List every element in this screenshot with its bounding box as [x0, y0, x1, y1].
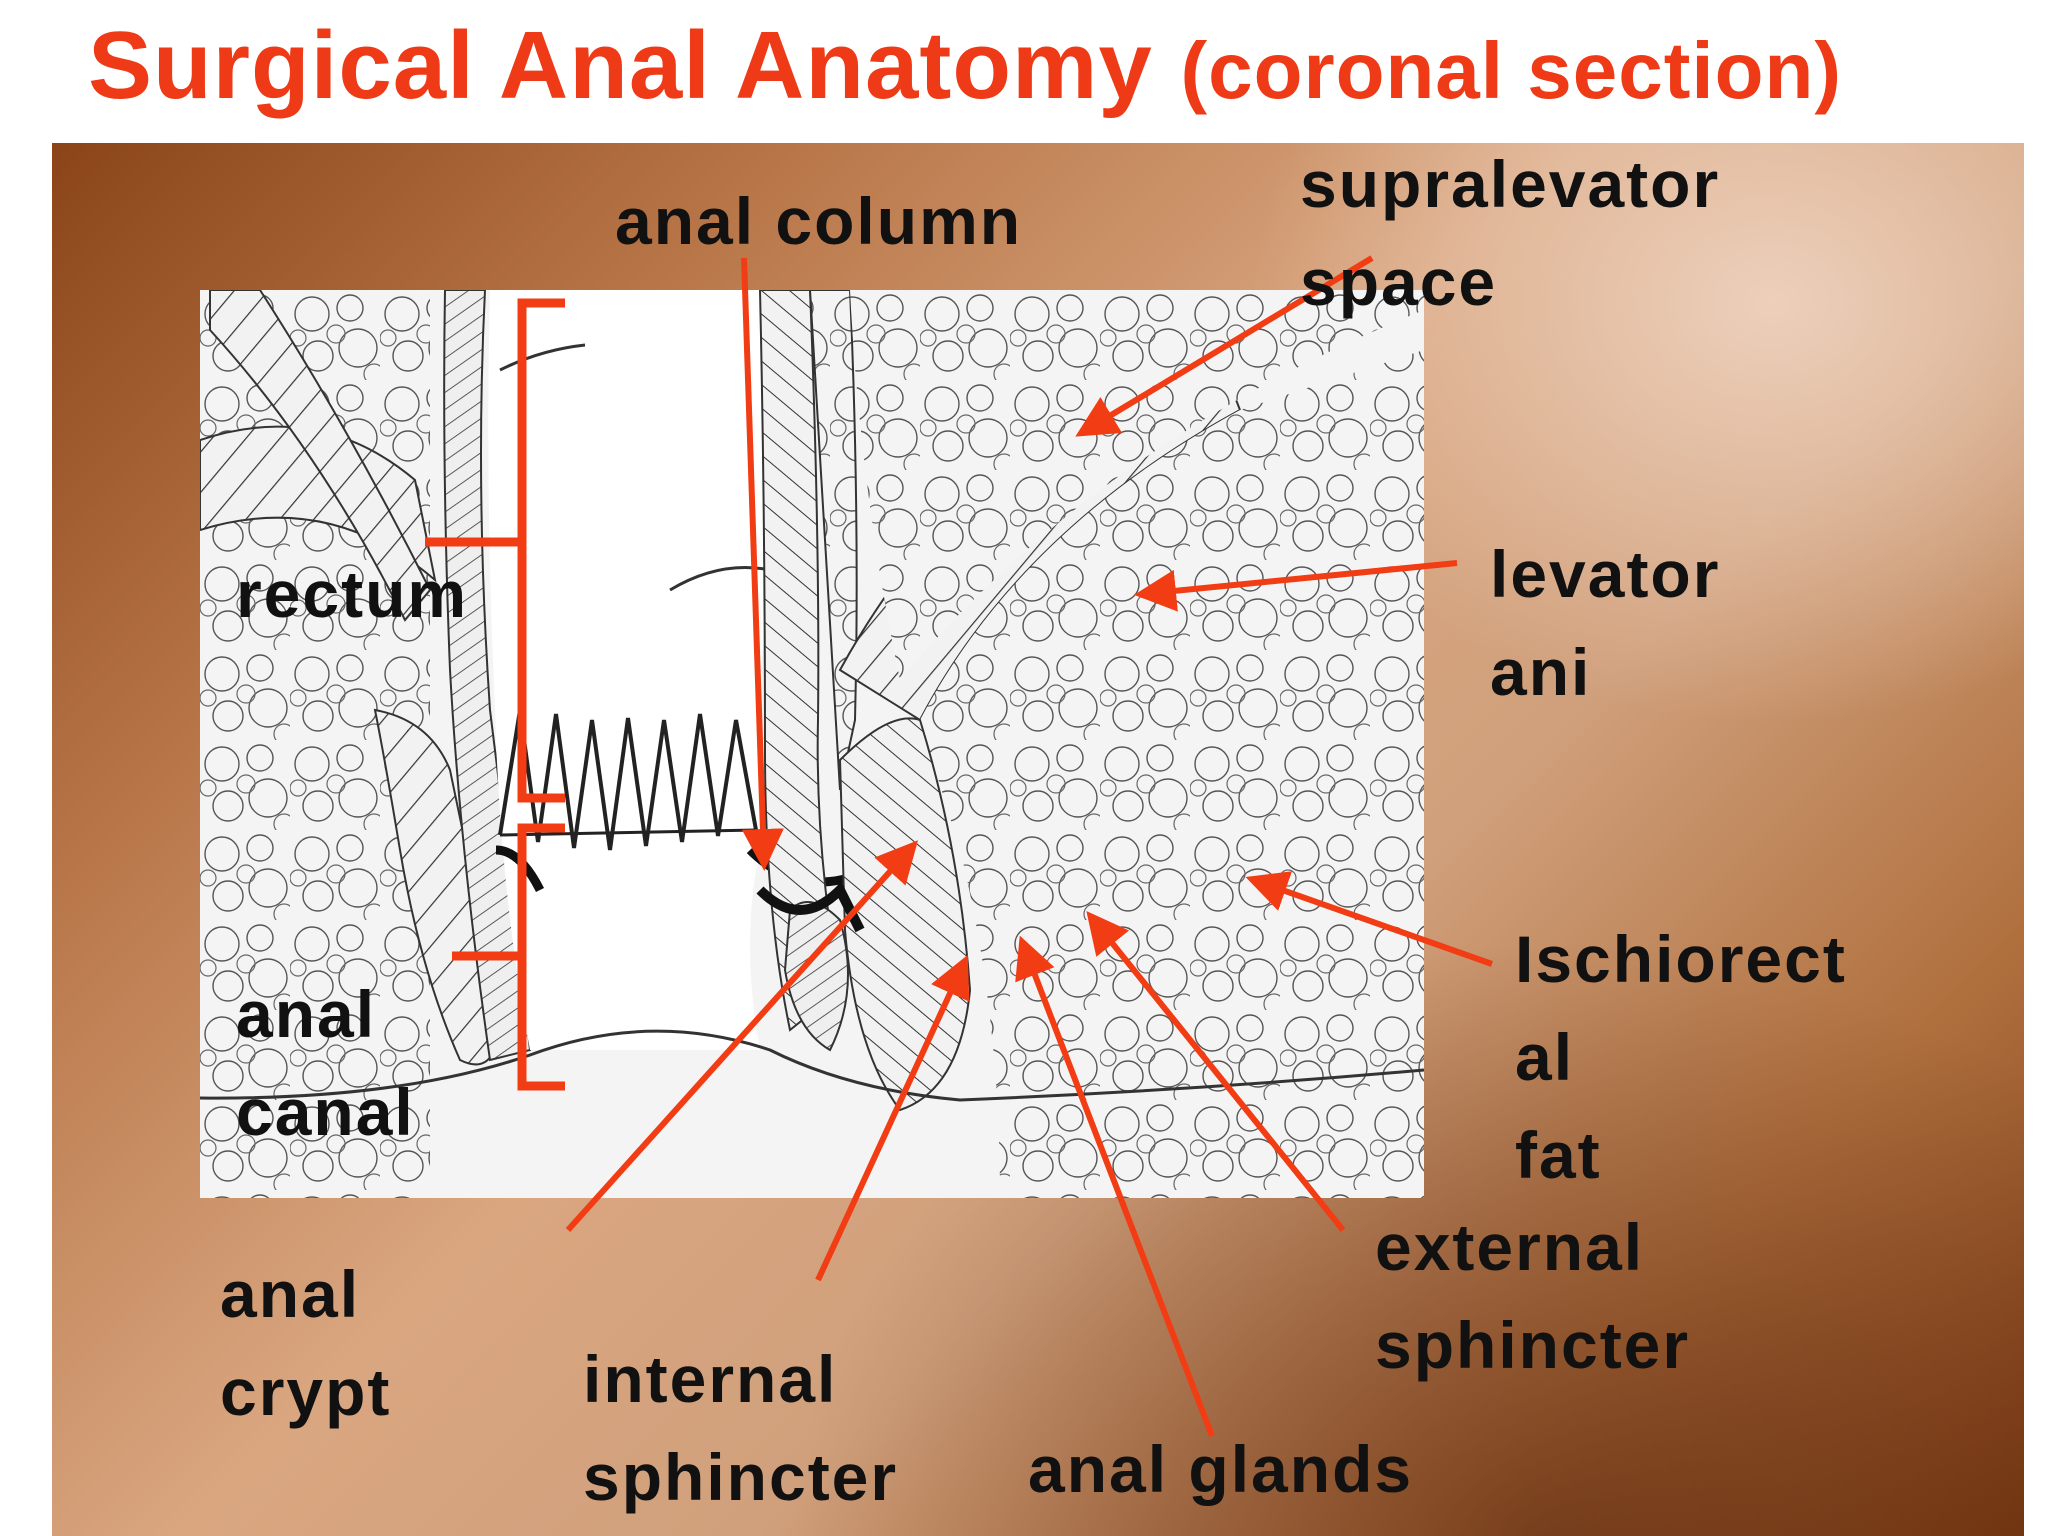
label-rectum: rectum	[236, 557, 469, 631]
external-sphincter-arrow	[1086, 910, 1346, 1232]
anal-crypt-arrow	[565, 840, 919, 1233]
ischiorectal-arrow	[1245, 871, 1493, 967]
label-anal-canal: anal canal	[236, 977, 415, 1149]
label-anal-column: anal column	[615, 184, 1023, 258]
anatomy-sketch	[200, 290, 1424, 1198]
title-main: Surgical Anal Anatomy	[88, 12, 1153, 119]
title-subtitle: (coronal section)	[1180, 26, 1842, 115]
internal-sphincter-arrow	[815, 954, 970, 1282]
label-anal-glands: anal glands	[1028, 1432, 1414, 1506]
label-levator-ani: levator ani	[1490, 537, 1721, 709]
anal-canal-bracket	[452, 823, 565, 1091]
page-title: Surgical Anal Anatomy (coronal section)	[88, 6, 2008, 126]
rectum-bracket	[425, 298, 565, 803]
levator-ani-arrow	[1134, 560, 1458, 612]
anal-glands-arrow	[1015, 935, 1215, 1438]
label-internal-sphincter: internal sphincter	[583, 1342, 899, 1514]
anal-column-arrow	[741, 257, 784, 871]
label-anal-crypt: anal crypt	[220, 1257, 392, 1429]
supralevator-arrow	[1075, 255, 1374, 437]
anatomy-sketch-drawing	[200, 290, 1424, 1198]
label-supralevator-space: supralevator space	[1300, 147, 1721, 319]
label-external-sphincter: external sphincter	[1375, 1210, 1691, 1382]
label-ischiorectal-fat: Ischiorect al fat	[1515, 922, 1847, 1192]
